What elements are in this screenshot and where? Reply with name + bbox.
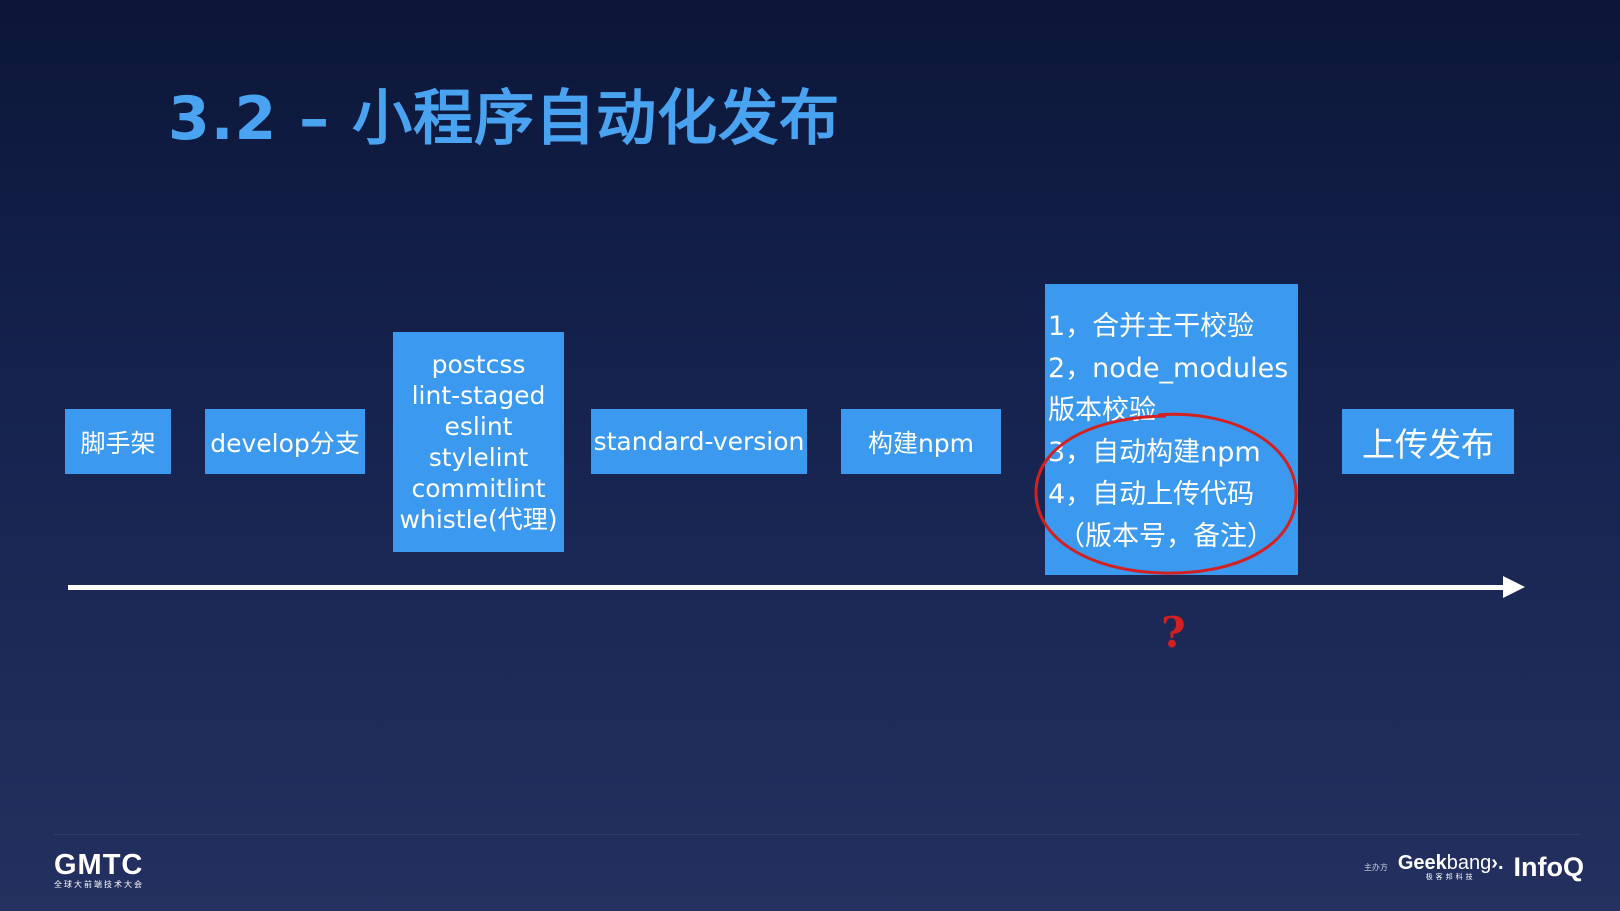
sponsor-label: 主办方 bbox=[1363, 863, 1388, 872]
lint-tool-item: whistle(代理) bbox=[399, 505, 558, 534]
gmtc-logo: GMTC 全球大前端技术大会 bbox=[54, 850, 144, 890]
lint-tool-item: stylelint bbox=[428, 443, 529, 472]
highlight-circle bbox=[1034, 412, 1298, 575]
ci-step-item: 版本校验 bbox=[1048, 395, 1156, 426]
step-scaffold: 脚手架 bbox=[65, 409, 171, 474]
infoq-logo: InfoQ bbox=[1513, 852, 1584, 882]
lint-tool-item: eslint bbox=[444, 412, 513, 441]
ci-step-item: 3，自动构建npm bbox=[1048, 437, 1261, 468]
gmtc-logo-text: GMTC bbox=[54, 849, 144, 881]
geekbang-logo: Geekbang›. 极客邦科技 bbox=[1398, 853, 1504, 882]
highlight-circle-stroke bbox=[1034, 412, 1298, 575]
step-develop-branch-label: develop分支 bbox=[210, 428, 360, 458]
step-standard-version-label: standard-version bbox=[593, 427, 805, 456]
ci-step-item: （版本号，备注） bbox=[1058, 521, 1274, 552]
geekbang-logo-bold: Geek bbox=[1397, 852, 1447, 874]
lint-tool-item: lint-staged bbox=[411, 381, 546, 410]
step-build-npm-label: 构建npm bbox=[867, 428, 975, 458]
step-upload-release: 上传发布 bbox=[1342, 409, 1514, 474]
step-ci-checks: 1，合并主干校验 2，node_modules 版本校验 3，自动构建npm 4… bbox=[1045, 284, 1298, 575]
slide-title: 3.2 – 小程序自动化发布 bbox=[168, 84, 841, 154]
geekbang-logo-mark: ›. bbox=[1491, 852, 1504, 874]
ci-step-item: 2，node_modules bbox=[1048, 353, 1289, 384]
timeline-arrowhead bbox=[1503, 576, 1525, 598]
ci-step-item: 1，合并主干校验 bbox=[1048, 311, 1255, 342]
step-standard-version: standard-version bbox=[591, 409, 807, 474]
step-build-npm: 构建npm bbox=[841, 409, 1001, 474]
step-develop-branch: develop分支 bbox=[205, 409, 365, 474]
ci-step-item: 4，自动上传代码 bbox=[1048, 479, 1255, 510]
timeline-line bbox=[68, 585, 1508, 590]
geekbang-logo-subtitle: 极客邦科技 bbox=[1425, 874, 1476, 881]
gmtc-logo-subtitle: 全球大前端技术大会 bbox=[54, 880, 144, 889]
geekbang-logo-light: bang bbox=[1446, 852, 1492, 874]
lint-tool-item: commitlint bbox=[411, 474, 546, 503]
step-lint-tools: postcss lint-staged eslint stylelint com… bbox=[393, 332, 564, 552]
footer-divider bbox=[54, 834, 1580, 835]
step-scaffold-label: 脚手架 bbox=[80, 428, 156, 458]
question-mark: ? bbox=[1161, 608, 1186, 657]
step-upload-release-label: 上传发布 bbox=[1362, 424, 1494, 464]
sponsor-logos: 主办方 Geekbang›. 极客邦科技 InfoQ bbox=[1364, 852, 1584, 883]
lint-tool-item: postcss bbox=[431, 350, 526, 379]
